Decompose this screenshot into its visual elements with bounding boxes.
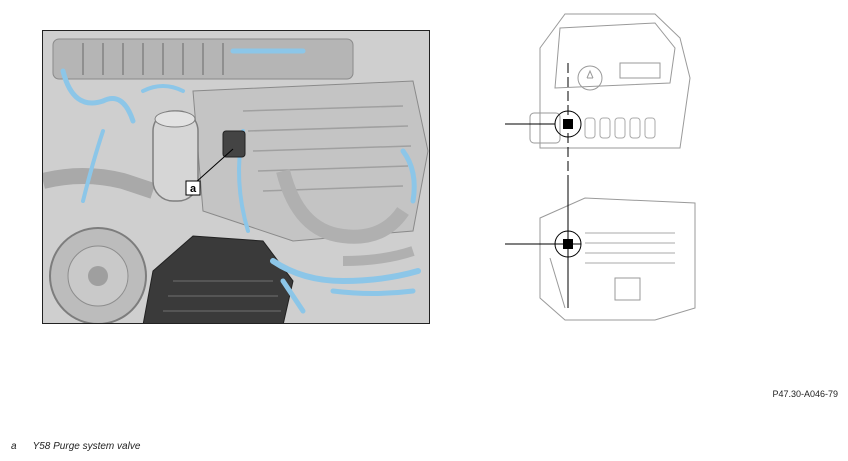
locator-marker-top — [505, 63, 582, 183]
engine-photo: a — [42, 30, 430, 324]
engine-side-view — [539, 197, 696, 321]
engine-illustration: a — [43, 31, 429, 323]
purge-valve-shape — [222, 130, 246, 158]
callout-label: a — [190, 183, 197, 195]
legend: a Y58 Purge system valve — [11, 441, 140, 452]
locator-marker-side — [505, 183, 582, 308]
locator-illustration — [505, 13, 696, 321]
figure-reference-code: P47.30-A046-79 — [772, 389, 838, 399]
engine-top-view — [529, 13, 691, 149]
legend-key: a — [11, 441, 17, 452]
locator-diagram — [505, 8, 705, 328]
legend-label: Y58 Purge system valve — [32, 441, 141, 452]
